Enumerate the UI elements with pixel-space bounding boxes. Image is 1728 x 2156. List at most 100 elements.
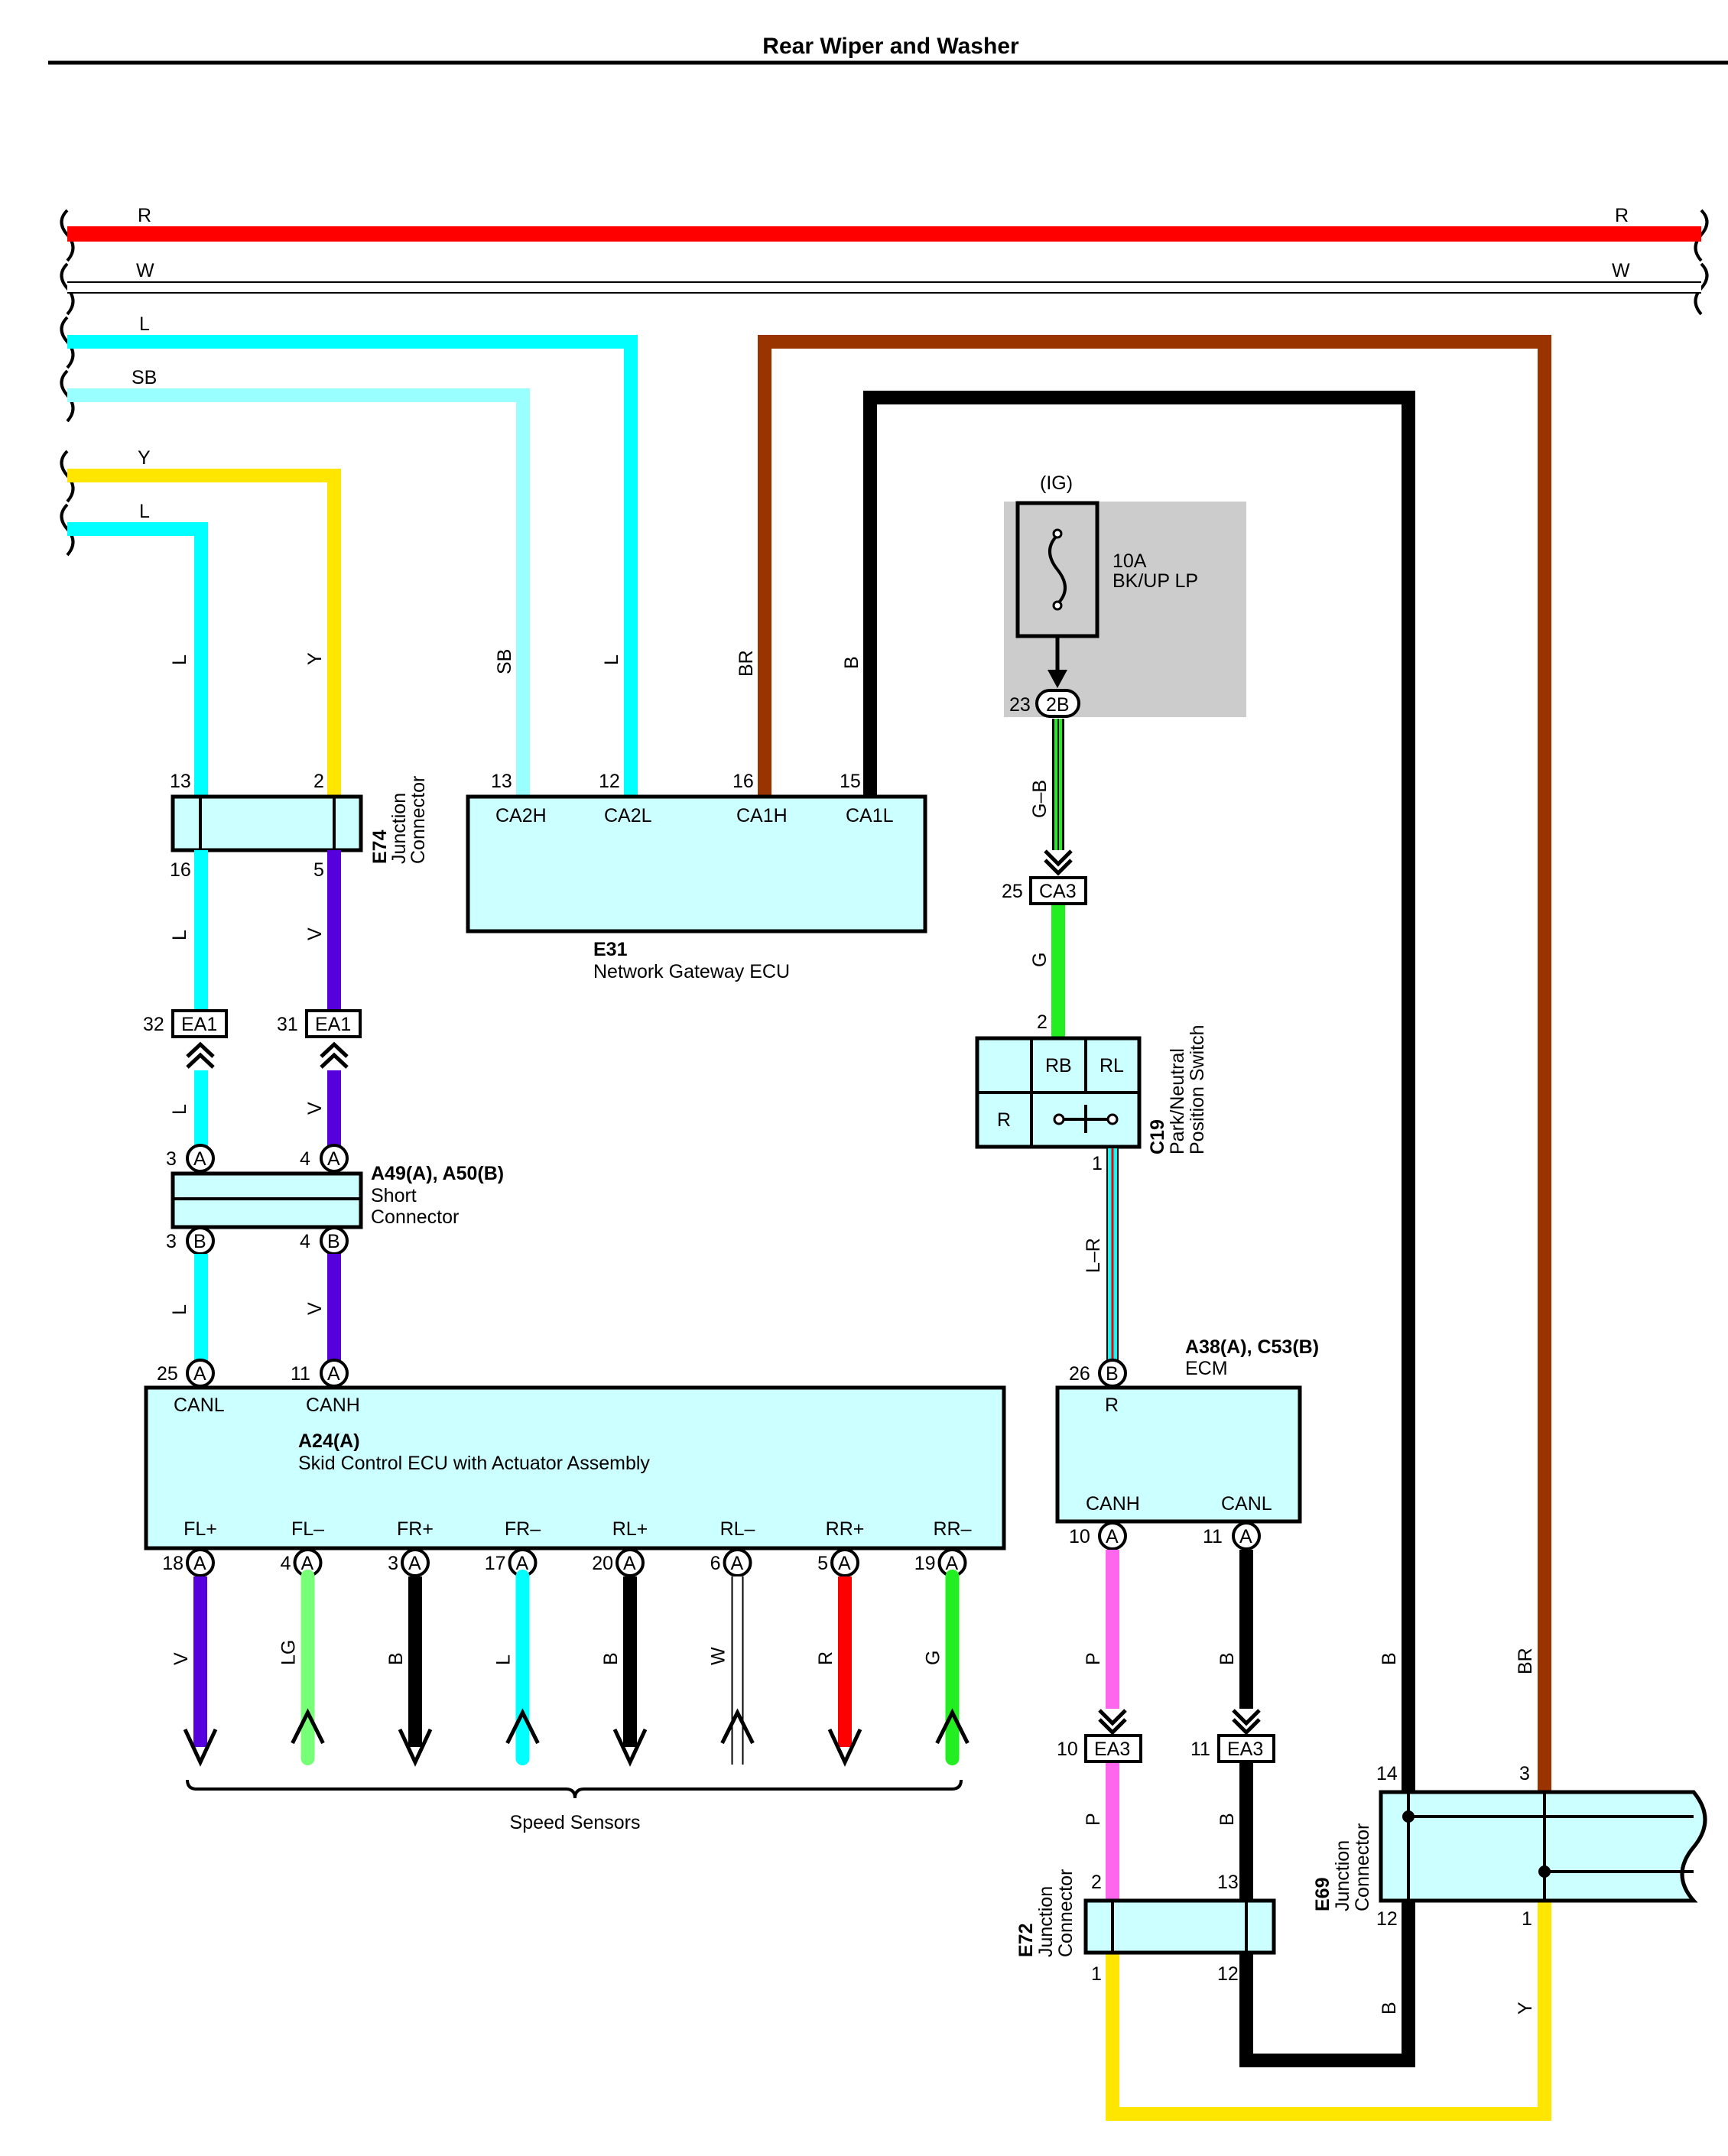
ea1-pin-l: 32: [143, 1014, 164, 1035]
wire-l-to-gateway: [67, 335, 638, 795]
sensor-arrow-frminus: [505, 1708, 540, 1745]
skid-pin-label-flminus: FL–: [291, 1518, 324, 1540]
skid-name: Skid Control ECU with Actuator Assembly: [298, 1453, 650, 1474]
gw-pin-ca1h-label: CA1H: [736, 805, 788, 826]
gw-code: E31: [593, 939, 628, 960]
gw-pin-ca2h-num: 13: [491, 771, 512, 792]
ecm-pin-canl: 11: [1203, 1526, 1223, 1547]
ecm-label-canh: CANH: [1086, 1493, 1140, 1515]
gw-name: Network Gateway ECU: [593, 961, 790, 982]
label-gw-l: L: [601, 654, 622, 665]
skid-pin-circle-frplus: [401, 1548, 430, 1577]
sensor-arrow-rrminus: [935, 1708, 970, 1745]
skid-pin-label-frplus: FR+: [397, 1518, 434, 1540]
ecm-pin-canh: 10: [1069, 1526, 1090, 1547]
skid-pin-canl: 25: [157, 1363, 178, 1385]
label-e74-in-y: Y: [304, 652, 326, 665]
c19-code: C19: [1147, 1119, 1168, 1154]
gw-pin-ca2h-label: CA2H: [495, 805, 547, 826]
e69-name-1: Junction: [1332, 1840, 1353, 1911]
label-ca3-g: G: [1029, 953, 1051, 967]
park-neutral-switch: RB RL R 2 1 C19 Park/Neutral Position Sw…: [975, 1011, 1208, 1174]
speed-sensors-label: Speed Sensors: [510, 1812, 641, 1833]
skid-pin-label-rlminus: RL–: [720, 1518, 755, 1540]
ecm-name: ECM: [1185, 1358, 1228, 1379]
skid-pin-circle-rlplus: [616, 1548, 645, 1577]
fuse-icon: [1048, 534, 1067, 606]
e69-pin-b-bottom: 12: [1376, 1908, 1398, 1930]
ecm-label-canl: CANL: [1221, 1493, 1272, 1515]
c19-pin-top: 2: [1037, 1011, 1048, 1033]
skid-label-canl: CANL: [174, 1395, 225, 1416]
ea1-connector-l: EA1 32: [143, 1009, 228, 1069]
sensor-arrow-rlminus: [720, 1708, 755, 1745]
ea1-code-l: EA1: [181, 1014, 217, 1035]
skid-pin-num-rlplus: 20: [592, 1553, 613, 1574]
skid-pin-label-flplus: FL+: [184, 1518, 217, 1540]
ea1-pin-v: 31: [277, 1014, 298, 1035]
gw-pin-ca1l-label: CA1L: [846, 805, 894, 826]
fuse-pin: 23: [1009, 694, 1031, 716]
skid-pin-canh: 11: [291, 1363, 310, 1385]
short-name-2: Connector: [371, 1206, 459, 1228]
label-gw-b: B: [841, 656, 862, 669]
bus-label-w-left: W: [136, 260, 154, 281]
label-short-v: V: [304, 1302, 326, 1315]
page-title: Rear Wiper and Washer: [762, 34, 1019, 59]
ea1-connector-v: EA1 31: [277, 1009, 362, 1069]
e72-junction-connector: 2 13 1 12 E72 Junction Connector: [1015, 1869, 1276, 1985]
ea3-pin-p: 10: [1057, 1739, 1078, 1760]
e72-code: E72: [1015, 1924, 1037, 1957]
skid-pin-num-rlminus: 6: [710, 1553, 721, 1574]
c19-term-rb: RB: [1045, 1055, 1072, 1076]
label-e69-b-top: B: [1379, 1652, 1400, 1665]
e74-pin-in-l: 13: [170, 771, 191, 792]
ca3-connector: CA3 25: [1002, 876, 1087, 905]
sensor-wire-label-flminus: LG: [278, 1640, 300, 1665]
skid-sensor-pins: FL+A18FL–A4FR+A3FR–A17RL+A20RL–A6RR+A5RR…: [162, 1518, 972, 1577]
fuse-rating: 10A: [1112, 550, 1147, 572]
short-conn-b-v: B: [327, 1231, 340, 1252]
skid-pin-num-frminus: 17: [485, 1553, 506, 1574]
bus-label-r-left: R: [138, 205, 151, 226]
e72-pin-y: 1: [1091, 1963, 1102, 1985]
skid-conn-canl: A: [193, 1363, 206, 1385]
sensor-wire-label-frminus: L: [493, 1654, 515, 1665]
skid-pin-label-frminus: FR–: [505, 1518, 541, 1540]
ca3-arrow-2: [1044, 859, 1073, 876]
ea3-code-p: EA3: [1094, 1739, 1130, 1760]
e74-pin-out-l: 16: [170, 859, 191, 881]
skid-pin-num-flplus: 18: [162, 1553, 184, 1574]
label-ecm-b: B: [1216, 1652, 1238, 1665]
e72-name-1: Junction: [1035, 1886, 1057, 1957]
fuse-area: (IG) 10A BK/UP LP 2B 23: [1004, 472, 1246, 718]
short-connector: A A B B 3 4 3 4 A49(A), A50(B) Short Con…: [166, 1144, 504, 1255]
ecm-conn-canl: A: [1239, 1526, 1252, 1547]
ea3-connector-b: EA3 11: [1190, 1734, 1275, 1763]
label-e74-out-v: V: [304, 927, 326, 940]
short-pin-l-a: 3: [166, 1148, 177, 1170]
gw-pin-ca2l-label: CA2L: [604, 805, 652, 826]
sensor-wire-label-rrminus: G: [923, 1651, 944, 1665]
gw-pin-ca1l-num: 15: [840, 771, 861, 792]
e74-name-1: Junction: [388, 793, 410, 864]
short-conn-b-l: B: [193, 1231, 206, 1252]
ea3-arrow-p-2: [1098, 1718, 1127, 1736]
ea1-code-v: EA1: [315, 1014, 351, 1035]
wire-b-gateway-e69: [863, 391, 1415, 1793]
ecm-conn-r: B: [1106, 1363, 1119, 1385]
short-name-1: Short: [371, 1185, 417, 1206]
fuse-name: BK/UP LP: [1112, 570, 1198, 592]
harness-break-marks: [60, 209, 1709, 557]
ea3-arrow-b-2: [1232, 1718, 1261, 1736]
skid-pin-conn-flplus: A: [193, 1553, 206, 1574]
e74-pin-out-v: 5: [313, 859, 324, 881]
e69-pin-b-top: 14: [1376, 1763, 1398, 1784]
ecm-pin-r: 26: [1069, 1363, 1090, 1385]
skid-pin-conn-rrminus: A: [946, 1553, 959, 1574]
ea3-code-b: EA3: [1227, 1739, 1263, 1760]
bus-label-w-right: W: [1612, 260, 1630, 281]
wire-labels-upper: L Y SB L BR B: [169, 649, 862, 677]
c19-term-r: R: [997, 1109, 1011, 1131]
